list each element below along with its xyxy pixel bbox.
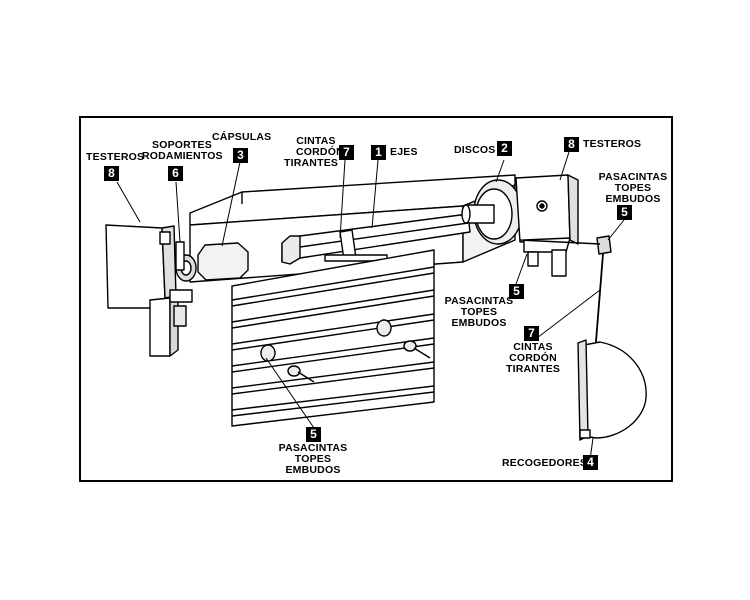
label-cintas-top-line3: TIRANTES — [284, 157, 339, 169]
label-pasacintas-right-line2: TOPES — [614, 182, 652, 194]
label-discos: DISCOS — [454, 144, 496, 156]
leader-lines — [116, 151, 625, 461]
right-end-plate — [515, 174, 579, 277]
label-cintas-right-line2: CORDÓN — [509, 352, 557, 364]
disc-disco — [461, 179, 523, 245]
collector-recogedor — [577, 339, 647, 441]
label-cintas-right-line3: TIRANTES — [506, 363, 561, 375]
number-badge-7-right: 7 — [524, 326, 539, 341]
number-badge-1: 1 — [371, 145, 386, 160]
number-badge-6: 6 — [168, 166, 183, 181]
label-pasacintas-bottom-line2: TOPES — [294, 453, 332, 465]
number-badge-5-bottom: 5 — [306, 427, 321, 442]
label-cintas-right-line1: CINTAS — [513, 341, 553, 353]
number-badge-8-left: 8 — [104, 166, 119, 181]
label-pasacintas-bottom-line1: PASACINTAS — [278, 442, 348, 454]
number-badge-5-right: 5 — [617, 205, 632, 220]
number-badge-5-mid: 5 — [509, 284, 524, 299]
label-pasacintas-bottom-line3: EMBUDOS — [285, 464, 341, 476]
left-end-plate — [105, 224, 193, 357]
label-recogedores: RECOGEDORES — [502, 457, 588, 469]
number-badge-3: 3 — [233, 148, 248, 163]
capsule-and-bearing — [175, 241, 249, 282]
label-soportes-line1: SOPORTES — [152, 139, 212, 151]
axle-eje — [281, 213, 471, 265]
label-pasacintas-right-line1: PASACINTAS — [598, 171, 668, 183]
tape-guide-right — [596, 235, 612, 255]
label-soportes-line2: RODAMIENTOS — [142, 150, 223, 162]
label-pasacintas-mid-line1: PASACINTAS — [444, 295, 514, 307]
label-capsulas: CÁPSULAS — [212, 131, 272, 143]
label-ejes: EJES — [390, 146, 418, 158]
label-testeros-left: TESTEROS — [86, 151, 145, 163]
number-badge-2: 2 — [497, 141, 512, 156]
label-pasacintas-mid-line2: TOPES — [460, 306, 498, 318]
label-pasacintas-mid-line3: EMBUDOS — [451, 317, 507, 329]
label-cintas-top-line1: CINTAS — [296, 135, 336, 147]
label-testeros-right: TESTEROS — [583, 138, 642, 150]
number-badge-7-top: 7 — [339, 145, 354, 160]
number-badge-4: 4 — [583, 455, 598, 470]
number-badge-8-right: 8 — [564, 137, 579, 152]
tape-line — [519, 239, 604, 355]
label-cintas-top-line2: CORDÓN — [296, 146, 344, 158]
label-pasacintas-right-line3: EMBUDOS — [605, 193, 661, 205]
